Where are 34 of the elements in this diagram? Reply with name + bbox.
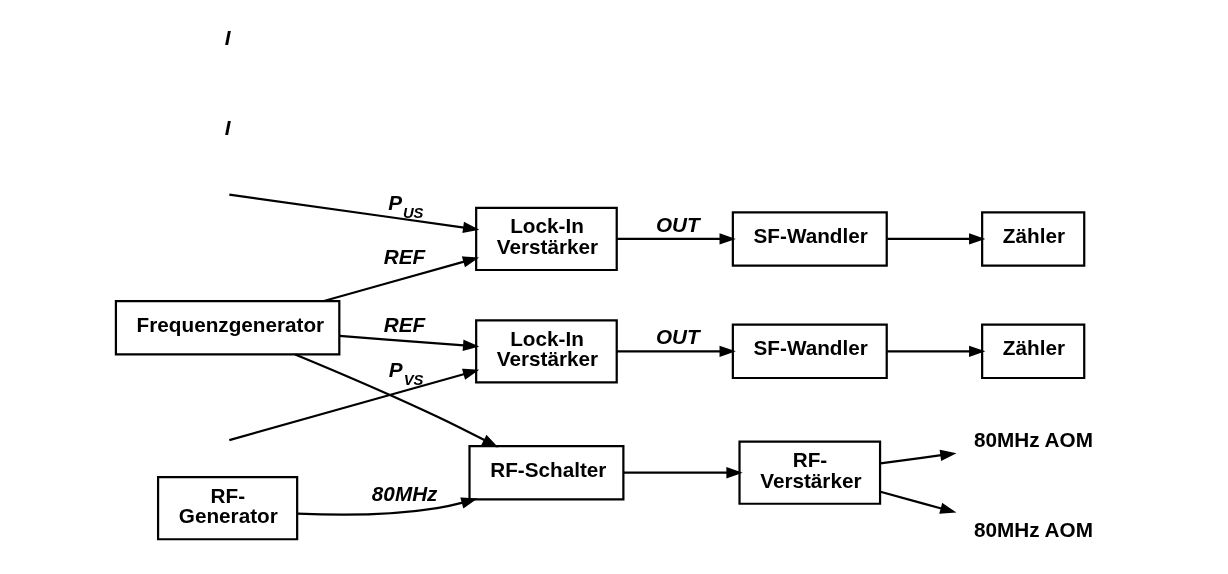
node-box: RF- Generator	[156, 476, 298, 541]
node-box: Frequenzgenerator	[114, 299, 340, 356]
label: I	[224, 25, 230, 49]
arrow	[294, 353, 498, 448]
node-text: 80MHz AOM	[973, 428, 1093, 452]
edge-label: 80MHz	[371, 482, 437, 506]
edge-label: OUT	[655, 212, 700, 236]
node-box: Lock-In Verstärker	[474, 319, 618, 384]
edge-label: OUT	[655, 325, 700, 349]
arrow	[886, 233, 985, 245]
node-text: 80MHz AOM	[973, 518, 1093, 542]
edge-label: P$_{VS}$	[388, 357, 423, 388]
node-box: RF- Verstärker	[737, 440, 881, 505]
node-box: Lock-In Verstärker	[474, 206, 618, 272]
arrow	[616, 233, 736, 245]
edge-label: P$_{US}$	[387, 190, 423, 221]
edge-label: REF	[383, 313, 425, 337]
node-box: Zähler	[980, 211, 1085, 267]
arrow	[296, 497, 478, 516]
arrow	[623, 466, 743, 479]
arrow	[886, 345, 985, 358]
node-box: RF-Schalter	[467, 444, 624, 501]
arrow	[323, 256, 479, 303]
arrow	[879, 449, 957, 465]
node-box: SF-Wandler	[731, 211, 888, 267]
arrow	[228, 193, 479, 234]
arrow	[616, 345, 736, 358]
node-box: Zähler	[980, 323, 1085, 380]
arrow	[339, 334, 479, 351]
node-box: SF-Wandler	[731, 323, 888, 380]
label: I	[224, 115, 230, 139]
arrow	[228, 368, 479, 442]
edge-label: REF	[383, 245, 425, 269]
arrow	[879, 490, 956, 514]
